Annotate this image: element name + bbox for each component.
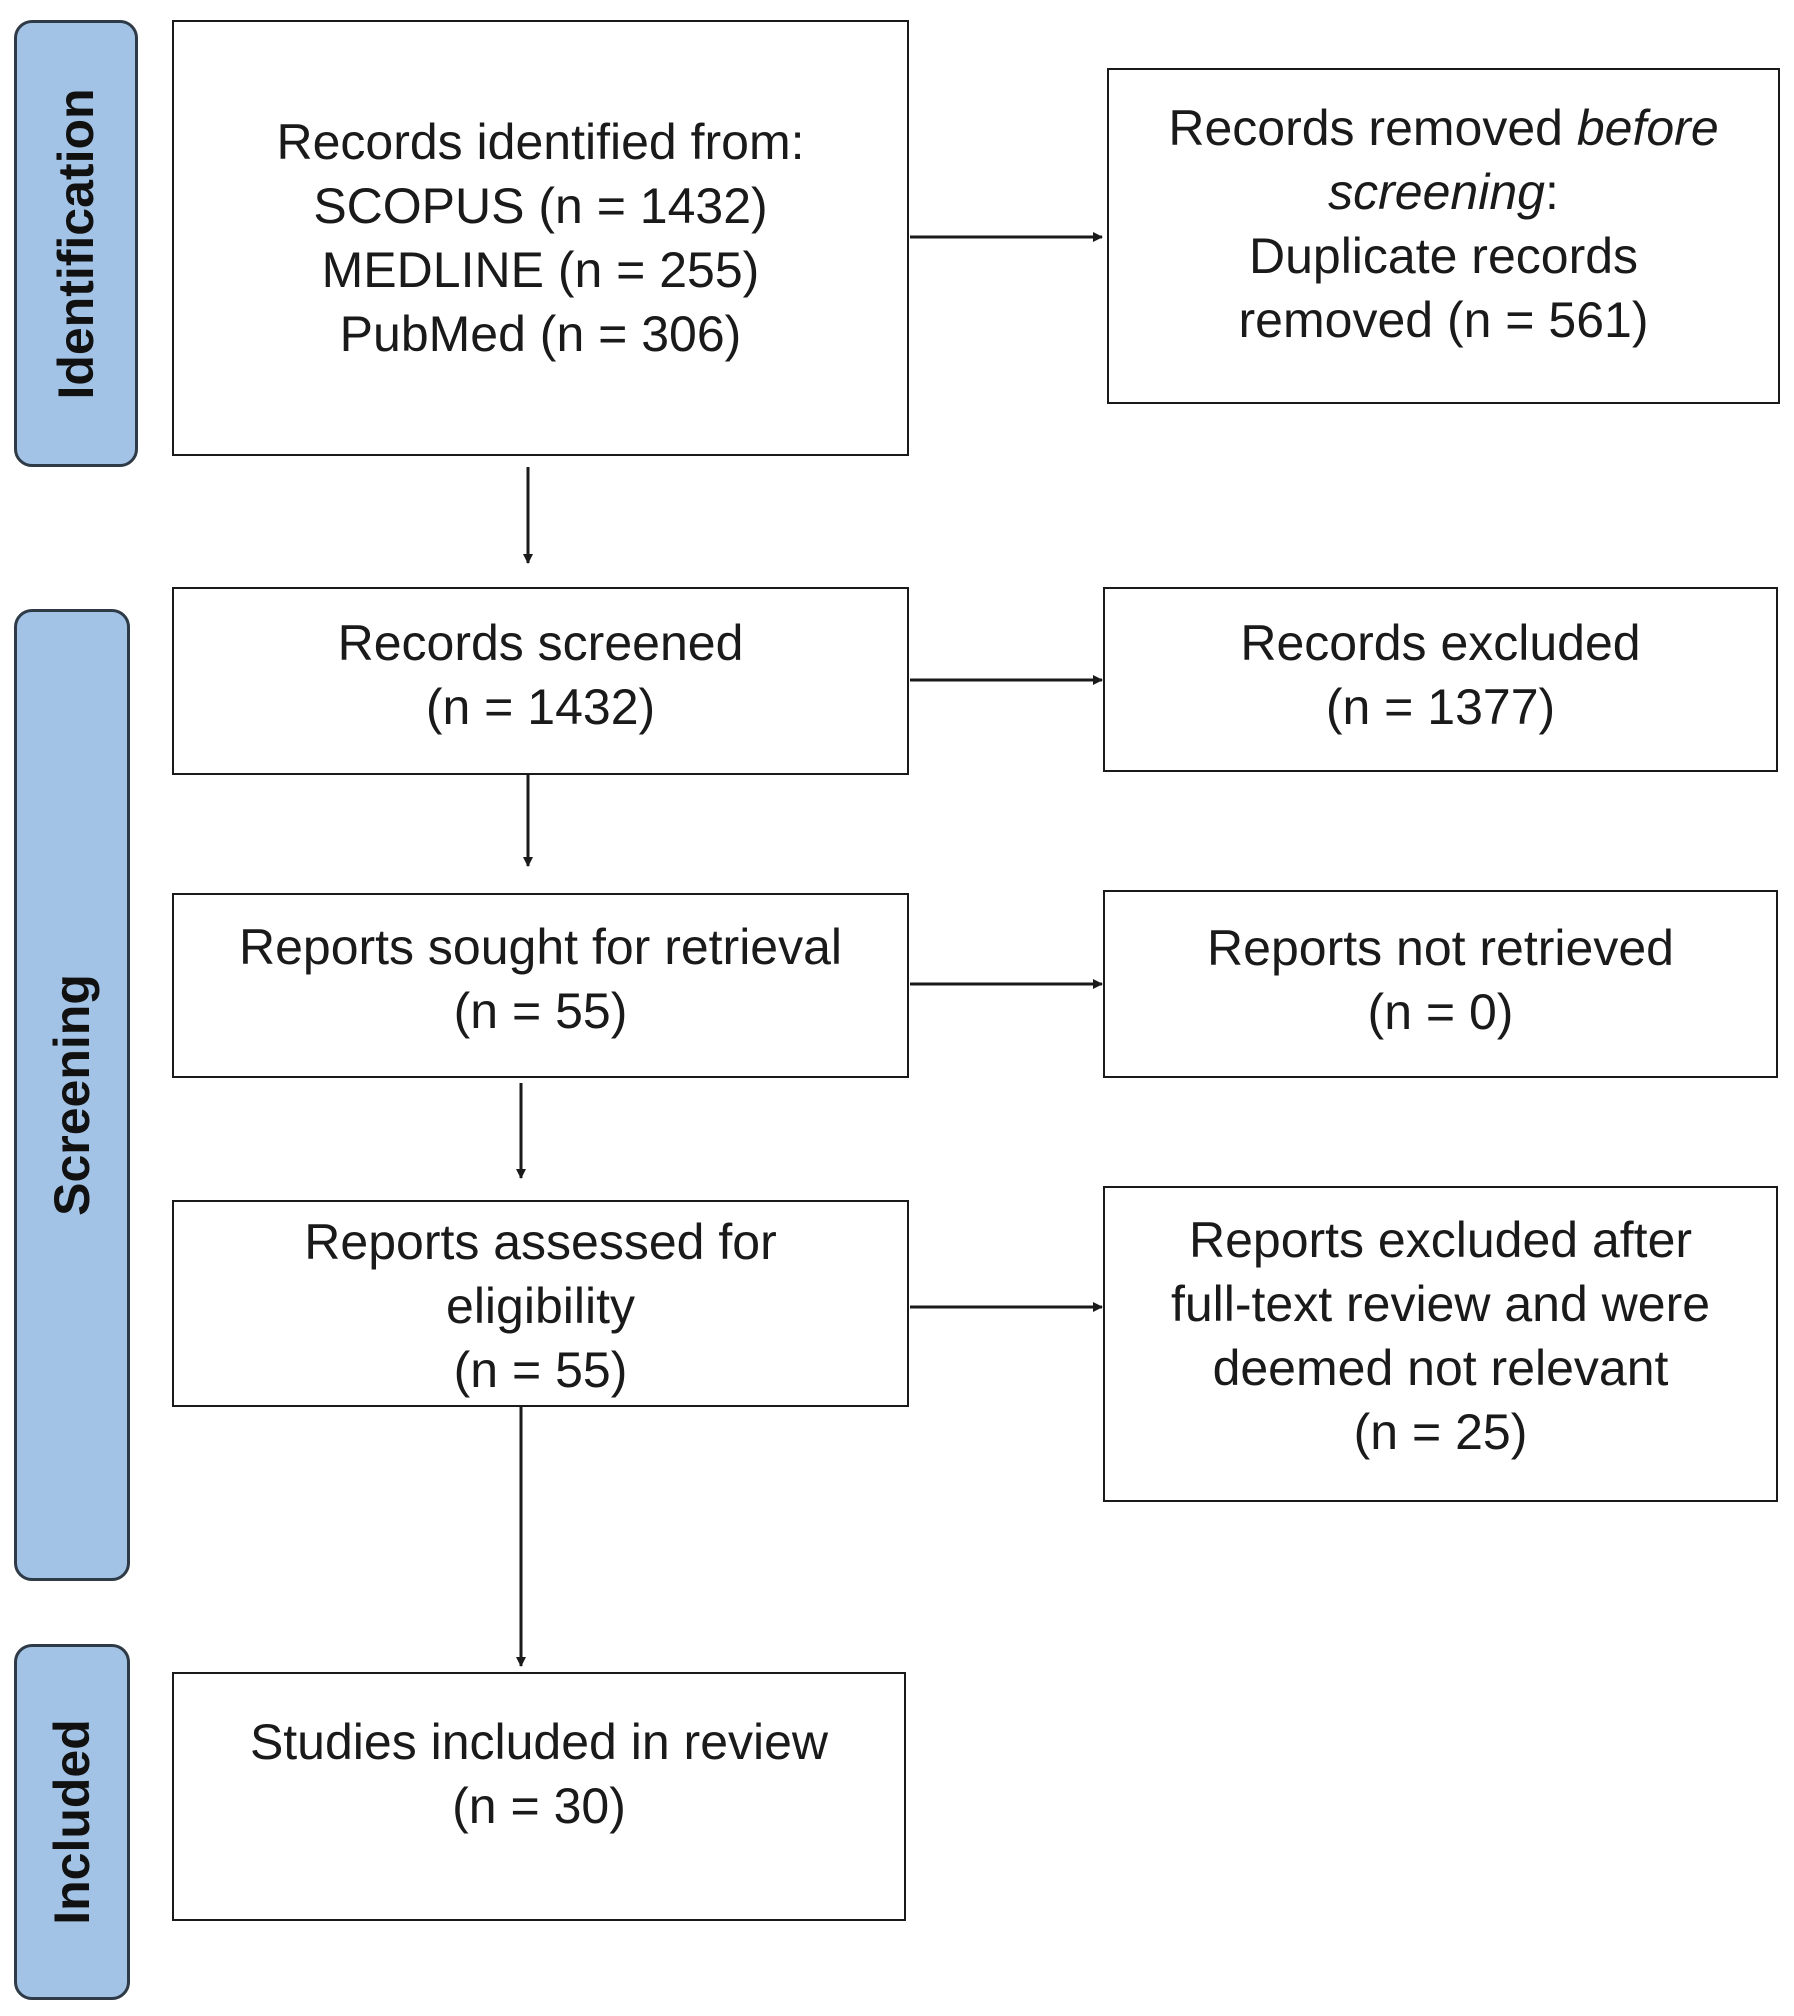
box-reports-not-retrieved: Reports not retrieved (n = 0) bbox=[1103, 890, 1778, 1078]
records-excluded-count: (n = 1377) bbox=[1325, 679, 1556, 735]
records-removed-screening: screening bbox=[1328, 164, 1545, 220]
records-screened-count: (n = 1432) bbox=[425, 679, 656, 735]
reports-excluded-fulltext-line3: deemed not relevant bbox=[1212, 1340, 1669, 1396]
records-identified-heading: Records identified from: bbox=[276, 114, 805, 170]
box-records-identified: Records identified from: SCOPUS (n = 143… bbox=[172, 20, 909, 456]
reports-sought-label: Reports sought for retrieval bbox=[238, 919, 843, 975]
records-screened-label: Records screened bbox=[337, 615, 744, 671]
records-removed-line2: screening: bbox=[1328, 160, 1559, 224]
studies-included-label: Studies included in review bbox=[249, 1714, 829, 1770]
records-identified-pubmed: PubMed (n = 306) bbox=[339, 306, 742, 362]
records-excluded-label: Records excluded bbox=[1240, 615, 1641, 671]
records-removed-line4: removed (n = 561) bbox=[1238, 292, 1649, 348]
phase-screening: Screening bbox=[14, 609, 130, 1581]
box-reports-sought: Reports sought for retrieval (n = 55) bbox=[172, 893, 909, 1078]
records-removed-colon: : bbox=[1544, 164, 1559, 220]
phase-included: Included bbox=[14, 1644, 130, 2000]
records-removed-line3: Duplicate records bbox=[1248, 228, 1639, 284]
reports-excluded-fulltext-line1: Reports excluded after bbox=[1188, 1212, 1693, 1268]
box-reports-assessed: Reports assessed for eligibility (n = 55… bbox=[172, 1200, 909, 1407]
box-records-excluded: Records excluded (n = 1377) bbox=[1103, 587, 1778, 772]
records-identified-medline: MEDLINE (n = 255) bbox=[321, 242, 760, 298]
reports-excluded-fulltext-count: (n = 25) bbox=[1353, 1404, 1528, 1460]
records-removed-line1: Records removed before bbox=[1168, 96, 1718, 160]
reports-assessed-count: (n = 55) bbox=[453, 1342, 628, 1398]
reports-assessed-line1: Reports assessed for bbox=[304, 1214, 777, 1270]
box-studies-included: Studies included in review (n = 30) bbox=[172, 1672, 906, 1921]
records-removed-before: before bbox=[1576, 100, 1719, 156]
records-removed-prefix: Records removed bbox=[1168, 100, 1577, 156]
box-records-removed: Records removed before screening: Duplic… bbox=[1107, 68, 1780, 404]
phase-identification: Identification bbox=[14, 20, 138, 467]
records-identified-scopus: SCOPUS (n = 1432) bbox=[313, 178, 768, 234]
reports-not-retrieved-count: (n = 0) bbox=[1367, 984, 1514, 1040]
reports-not-retrieved-label: Reports not retrieved bbox=[1207, 920, 1674, 976]
studies-included-count: (n = 30) bbox=[452, 1778, 626, 1834]
box-reports-excluded-fulltext: Reports excluded after full-text review … bbox=[1103, 1186, 1778, 1502]
box-records-screened: Records screened (n = 1432) bbox=[172, 587, 909, 775]
reports-sought-count: (n = 55) bbox=[453, 983, 628, 1039]
reports-assessed-line2: eligibility bbox=[446, 1278, 635, 1334]
reports-excluded-fulltext-line2: full-text review and were bbox=[1170, 1276, 1711, 1332]
